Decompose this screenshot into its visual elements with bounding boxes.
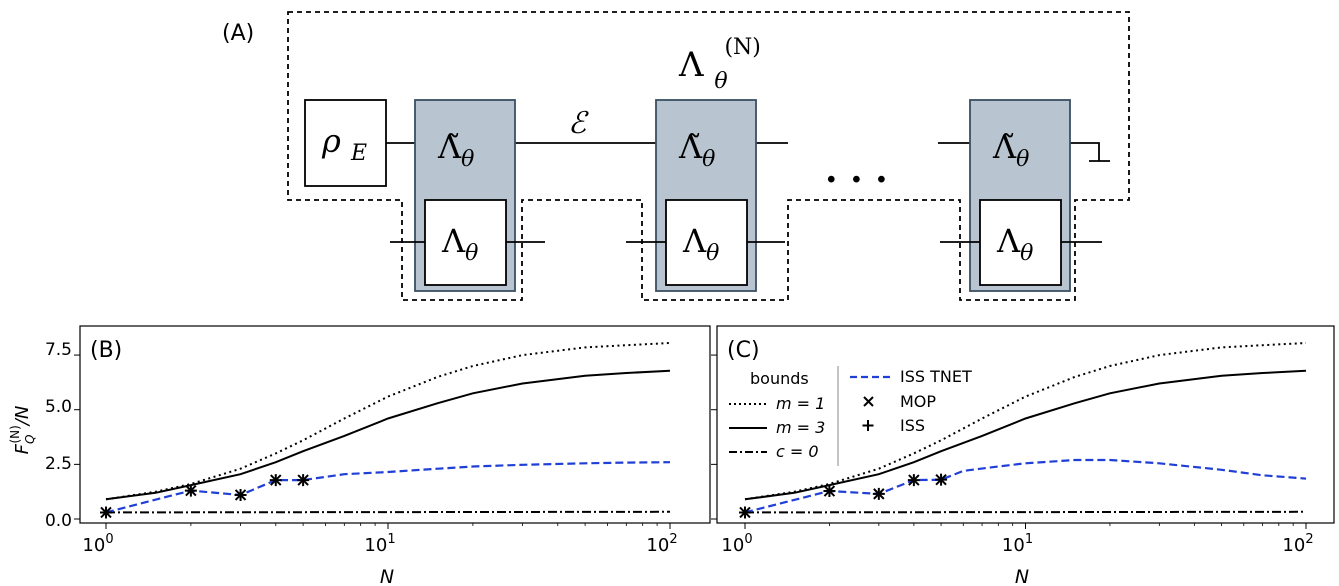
x-tick-label: 101: [364, 532, 395, 556]
lambda-inner-label: Λθ: [441, 222, 478, 266]
x-tick-label: 101: [1002, 532, 1033, 556]
lambda-total-boundary: [287, 11, 1130, 301]
data-marker-iss: [184, 484, 197, 497]
panel-label-c: (C): [727, 338, 760, 363]
legend-label: MOP: [900, 392, 936, 411]
series-line-dashdot: [744, 510, 1307, 514]
block-2: Λ̃θ Λθ: [626, 99, 785, 292]
x-tick-label: 100: [721, 532, 752, 556]
y-tick-label: 5.0: [45, 397, 72, 417]
x-axis-label-b: N: [380, 566, 394, 586]
lambda-inner-label: Λθ: [682, 222, 719, 266]
y-tick-label: 2.5: [45, 454, 72, 474]
data-marker-iss: [907, 474, 920, 487]
lambda-tilde-label: Λ̃θ: [678, 128, 715, 172]
data-marker-iss: [297, 474, 310, 487]
data-marker-iss: [269, 474, 282, 487]
block-3: Λ̃θ Λθ: [940, 99, 1102, 292]
y-tick-labels-b: 0.0 2.5 5.0 7.5: [45, 340, 72, 531]
legend: bounds m = 1 m = 3 c = 0 ISS TNET MOP IS…: [729, 366, 972, 466]
data-marker-iss: [823, 485, 836, 498]
data-marker-iss: [739, 506, 751, 519]
legend-label: ISS: [900, 416, 925, 435]
ellipsis: · · ·: [825, 159, 888, 201]
trace-out-symbol: [1070, 142, 1110, 162]
panel-label-a: (A): [222, 21, 254, 46]
lambda-inner-label: Λθ: [996, 222, 1033, 266]
panel-label-b: (B): [90, 338, 122, 363]
legend-label: m = 3: [776, 418, 825, 437]
legend-label: c = 0: [776, 442, 819, 461]
data-marker-iss: [935, 473, 948, 486]
data-marker-iss: [234, 488, 247, 501]
legend-label: m = 1: [776, 394, 825, 413]
x-tick-label: 102: [1282, 532, 1313, 556]
lambda-tilde-label: Λ̃θ: [992, 128, 1029, 172]
chart-panel-c: (C) N bounds m = 1 m = 3 c = 0 ISS TNET …: [711, 325, 1335, 586]
circuit-diagram: (A) Λ θ (N) ρ E ℰ · · · Λ̃θ Λθ: [222, 11, 1130, 301]
y-axis-label-b: FQ(N)/N: [8, 406, 37, 455]
legend-label: ISS TNET: [900, 367, 972, 386]
block-1: Λ̃θ Λθ: [390, 99, 545, 292]
lambda-total-label: Λ θ (N): [678, 35, 761, 97]
rho-env-label: ρ E: [321, 122, 367, 166]
chart-panel-b: (B) 0.0 2.5 5.0 7.5 FQ(N)/N N 100 101 102: [8, 325, 711, 586]
channel-label: ℰ: [568, 106, 589, 141]
legend-marker-x: [863, 396, 874, 407]
series-line-dotted: [744, 342, 1307, 501]
legend-marker-plus: [862, 420, 874, 431]
lambda-tilde-label: Λ̃θ: [437, 128, 474, 172]
plot-frame-b: [79, 325, 711, 524]
y-tick-label: 0.0: [45, 511, 72, 531]
series-line-dashed: [744, 458, 1307, 514]
data-marker-iss: [872, 487, 885, 500]
legend-title: bounds: [750, 369, 809, 388]
x-tick-label: 100: [82, 532, 113, 556]
x-tick-label: 102: [646, 532, 677, 556]
series-line-dotted: [105, 342, 671, 501]
series-line-solid: [105, 369, 671, 501]
y-tick-label: 7.5: [45, 340, 72, 360]
series-line-solid: [744, 369, 1307, 501]
data-marker-iss: [100, 506, 112, 519]
series-line-dashdot: [105, 510, 671, 514]
x-axis-label-c: N: [1015, 566, 1029, 586]
